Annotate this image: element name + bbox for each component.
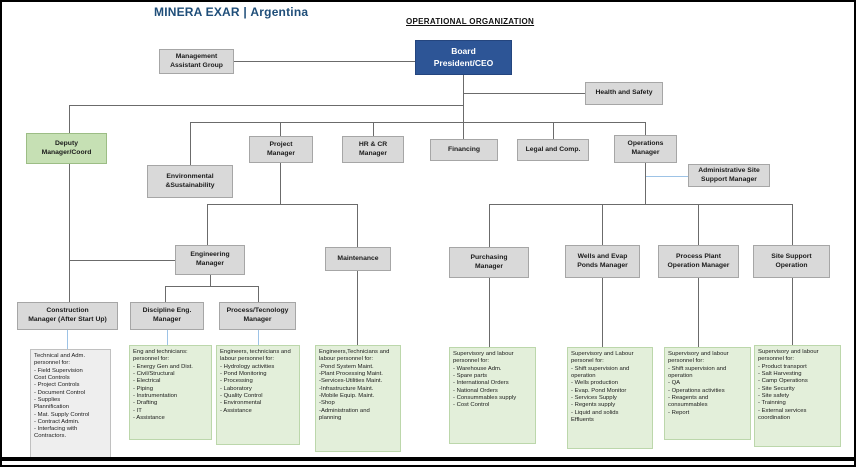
org-box-wells-evap-ponds-manager: Wells and Evap Ponds Manager <box>565 245 640 278</box>
bottom-divider <box>2 457 854 461</box>
connector-line <box>373 122 374 136</box>
org-box-environmental-sustainability: Environmental &Sustainability <box>147 165 233 198</box>
connector-line <box>698 278 699 347</box>
org-box-site-support-operation: Site Support Operation <box>753 245 830 278</box>
connector-line <box>165 286 166 302</box>
connector-line <box>210 275 211 286</box>
connector-line <box>69 260 175 261</box>
page-title: MINERA EXAR | Argentina <box>154 5 308 19</box>
company-name: MINERA EXAR <box>154 5 240 19</box>
detail-box-site-support-personnel: Supervisory and labour personnel for: - … <box>754 345 841 447</box>
connector-line <box>167 330 168 345</box>
org-box-management-assistant-group: Management Assistant Group <box>159 49 234 74</box>
connector-line <box>207 204 208 245</box>
org-box-deputy-manager: Deputy Manager/Coord <box>26 133 107 164</box>
detail-box-discipline-eng-personnel: Eng and technicians: personnel for: - En… <box>129 345 212 440</box>
connector-line <box>645 122 646 135</box>
org-box-project-manager: Project Manager <box>249 136 313 163</box>
connector-line <box>645 163 646 204</box>
connector-line <box>258 286 259 302</box>
connector-line <box>280 122 281 136</box>
connector-line <box>207 204 357 205</box>
connector-line <box>357 271 358 345</box>
connector-line <box>258 330 259 345</box>
connector-line <box>489 204 490 247</box>
org-box-purchasing-manager: Purchasing Manager <box>449 247 529 278</box>
connector-line <box>69 105 464 106</box>
connector-line <box>602 278 603 347</box>
connector-line <box>69 164 70 302</box>
org-box-operations-manager: Operations Manager <box>614 135 677 163</box>
region-name: Argentina <box>250 5 309 19</box>
connector-line <box>645 176 688 177</box>
org-box-legal-and-comp: Legal and Comp. <box>517 139 589 161</box>
connector-line <box>792 278 793 345</box>
org-box-discipline-eng-manager: Discipline Eng. Manager <box>130 302 204 330</box>
connector-line <box>489 278 490 347</box>
connector-line <box>698 204 699 245</box>
connector-line <box>792 204 793 245</box>
org-box-health-and-safety: Health and Safety <box>585 82 663 105</box>
chart-title: OPERATIONAL ORGANIZATION <box>406 17 535 26</box>
detail-box-process-tecnology-personnel: Engineers, technicians and labour person… <box>216 345 300 445</box>
connector-line <box>280 163 281 204</box>
connector-line <box>463 93 585 94</box>
org-box-engineering-manager: Engineering Manager <box>175 245 245 275</box>
detail-box-purchasing-personnel: Supervisory and labour personnel for: - … <box>449 347 536 444</box>
org-box-maintenance: Maintenance <box>325 247 391 271</box>
connector-line <box>190 122 191 165</box>
connector-line <box>191 122 645 123</box>
connector-line <box>69 105 70 133</box>
connector-line <box>357 204 358 247</box>
org-box-process-tecnology-manager: Process/Tecnology Manager <box>219 302 296 330</box>
connector-line <box>234 61 415 62</box>
org-box-hr-cr-manager: HR & CR Manager <box>342 136 404 163</box>
connector-line <box>165 286 258 287</box>
detail-box-process-plant-personnel: Supervisory and labour personnel for: - … <box>664 347 751 440</box>
org-box-board-president-ceo: Board President/CEO <box>415 40 512 75</box>
connector-line <box>553 122 554 139</box>
detail-box-construction-personnel: Technical and Adm. personnel for: - Fiel… <box>30 349 111 459</box>
connector-line <box>489 204 792 205</box>
connector-line <box>463 75 464 122</box>
org-box-process-plant-operation-manager: Process Plant Operation Manager <box>658 245 739 278</box>
title-separator: | <box>243 5 247 19</box>
connector-line <box>67 330 68 349</box>
connector-line <box>463 122 464 139</box>
org-box-construction-manager: Construction Manager (After Start Up) <box>17 302 118 330</box>
org-box-administrative-site-support-manager: Administrative Site Support Manager <box>688 164 770 187</box>
connector-line <box>602 204 603 245</box>
detail-box-wells-personnel: Supervisory and Labour personel for: - S… <box>567 347 653 449</box>
org-box-financing: Financing <box>430 139 498 161</box>
detail-box-maintenance-personnel: Engineers,Technicians and labour personn… <box>315 345 401 452</box>
